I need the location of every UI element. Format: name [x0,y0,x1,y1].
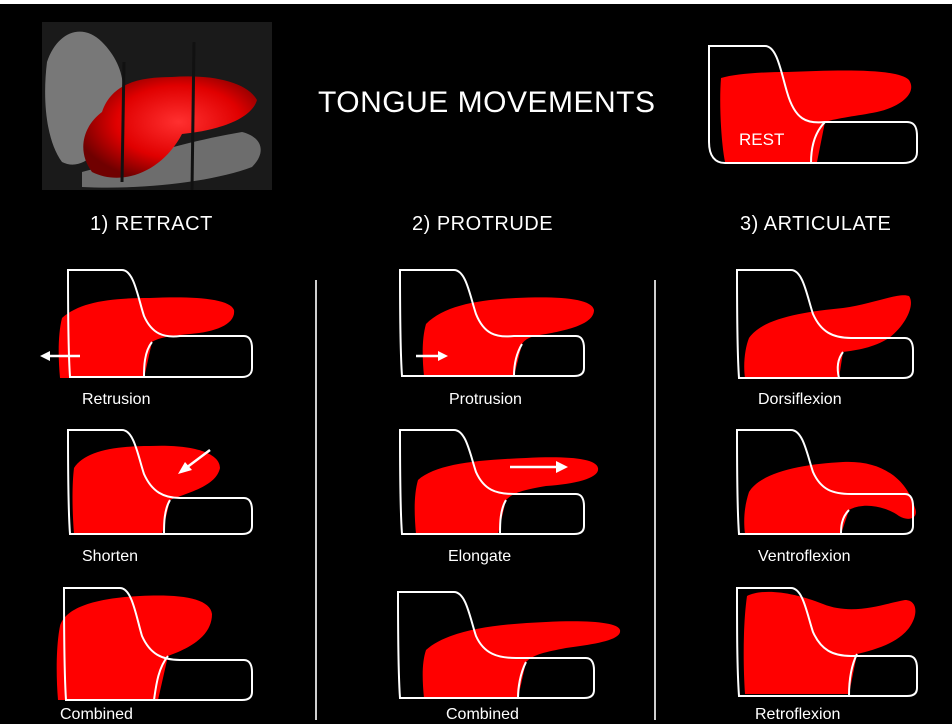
heading-retract: 1) RETRACT [90,213,213,236]
column-divider-right [654,280,656,720]
column-divider-left [315,280,317,720]
caption-retrusion: Retrusion [82,391,150,409]
caption-combined-protrude: Combined [446,706,519,724]
tongue-3d-render-image [42,22,272,190]
caption-retroflexion: Retroflexion [755,706,840,724]
combined-retract-diagram [40,586,254,702]
elongate-diagram [396,428,602,536]
caption-protrusion: Protrusion [449,391,522,409]
dorsiflexion-diagram [733,268,917,382]
rest-label: REST [739,130,784,150]
heading-protrude: 2) PROTRUDE [412,213,553,236]
caption-dorsiflexion: Dorsiflexion [758,391,842,409]
protrusion-diagram [396,268,600,380]
caption-combined-retract: Combined [60,706,133,724]
combined-protrude-diagram [396,590,628,700]
heading-articulate: 3) ARTICULATE [740,213,891,236]
slide-title: TONGUE MOVEMENTS [318,86,655,120]
caption-shorten: Shorten [82,548,138,566]
retroflexion-diagram [733,584,923,698]
caption-ventroflexion: Ventroflexion [758,548,851,566]
shorten-diagram [40,428,254,536]
retrusion-diagram [40,268,254,380]
ventroflexion-diagram [733,428,923,538]
caption-elongate: Elongate [448,548,511,566]
